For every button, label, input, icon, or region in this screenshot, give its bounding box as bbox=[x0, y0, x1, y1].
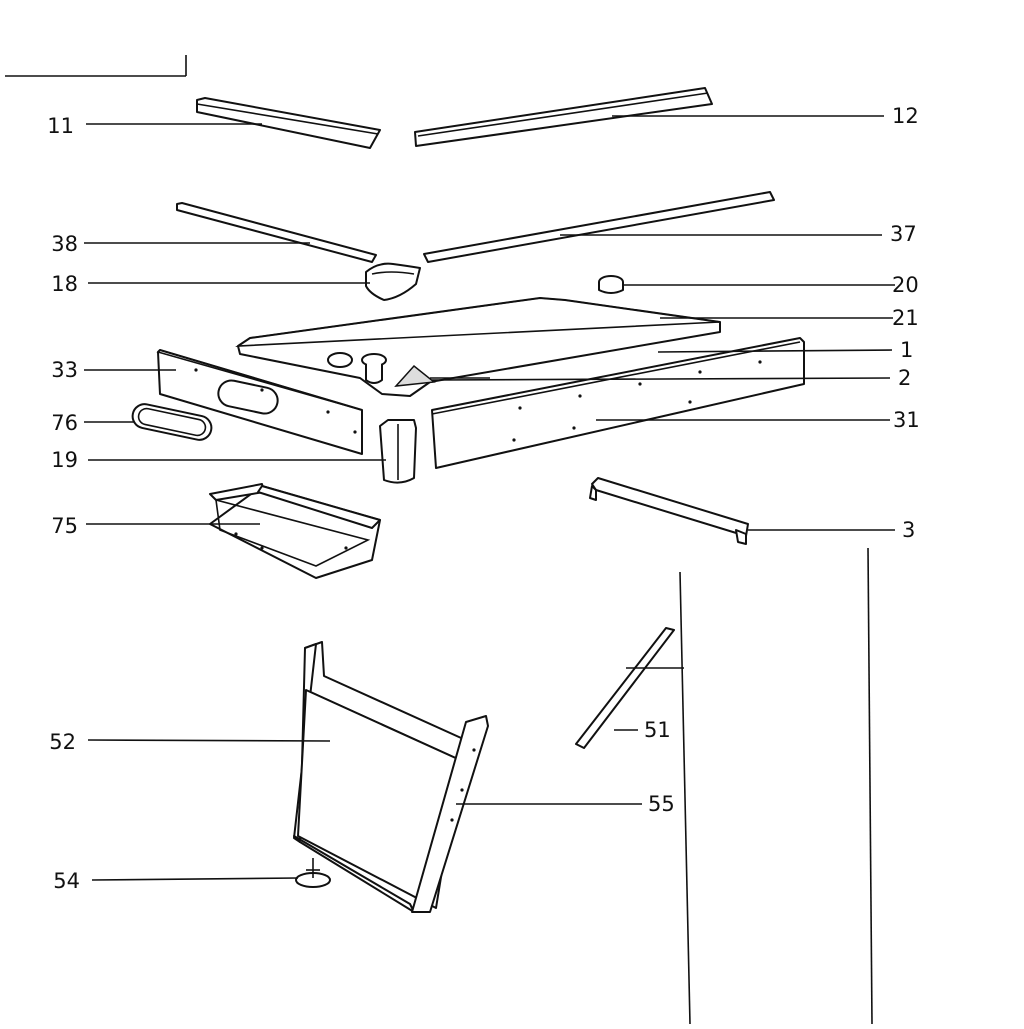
part-18-corner-pocket bbox=[365, 262, 421, 301]
label-54: 54 bbox=[53, 869, 80, 893]
label-21: 21 bbox=[892, 306, 919, 330]
part-76-ring bbox=[131, 403, 213, 441]
label-20: 20 bbox=[892, 273, 919, 297]
label-18: 18 bbox=[51, 272, 78, 296]
right-border-line-a bbox=[679, 571, 691, 1025]
part-33-side-panel bbox=[156, 349, 363, 455]
part-37-cushion bbox=[423, 191, 775, 263]
part-75-tray bbox=[209, 483, 381, 579]
label-51: 51 bbox=[644, 718, 671, 742]
label-37: 37 bbox=[890, 222, 917, 246]
label-76: 76 bbox=[51, 411, 78, 435]
label-38: 38 bbox=[51, 232, 78, 256]
part-52-leg-panel bbox=[293, 641, 471, 913]
label-52: 52 bbox=[49, 730, 76, 754]
part-54-leveler-foot bbox=[295, 858, 331, 888]
part-20-button bbox=[598, 275, 624, 294]
label-2: 2 bbox=[898, 366, 912, 390]
part-1-playfield bbox=[235, 297, 721, 397]
part-3-bracket bbox=[589, 477, 749, 545]
part-11-rail bbox=[196, 97, 381, 149]
label-31: 31 bbox=[893, 408, 920, 432]
label-12: 12 bbox=[892, 104, 919, 128]
label-33: 33 bbox=[51, 358, 78, 382]
part-31-side-panel bbox=[431, 337, 805, 469]
part-19-corner-post bbox=[379, 419, 417, 484]
label-1: 1 bbox=[900, 338, 914, 362]
part-38-cushion bbox=[176, 202, 377, 263]
label-19: 19 bbox=[51, 448, 78, 472]
part-2-apron bbox=[394, 364, 490, 387]
right-border-line-b bbox=[867, 547, 873, 1025]
part-51-rod bbox=[575, 627, 675, 749]
part-12-rail bbox=[414, 87, 713, 147]
label-3: 3 bbox=[902, 518, 916, 542]
label-11: 11 bbox=[47, 114, 74, 138]
label-75: 75 bbox=[51, 514, 78, 538]
part-55-leg-brace bbox=[411, 715, 489, 913]
leader-lines bbox=[84, 115, 895, 881]
label-55: 55 bbox=[648, 792, 675, 816]
